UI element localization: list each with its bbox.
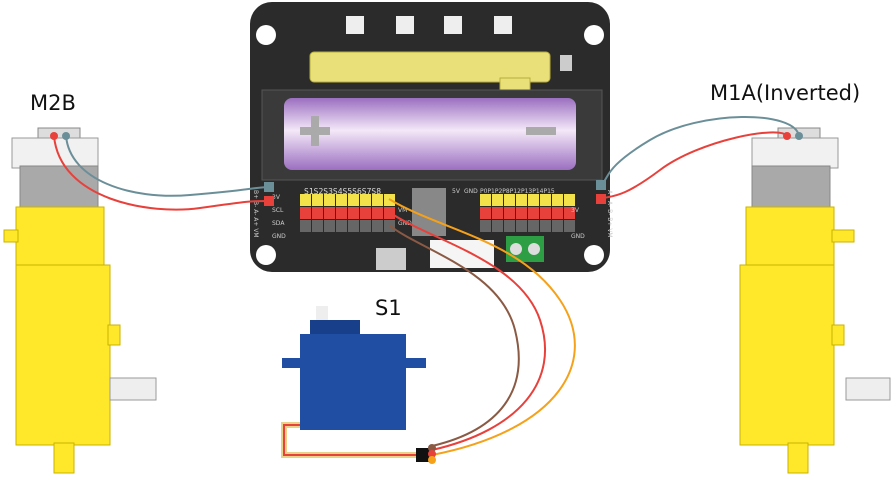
header-pin [300,207,311,219]
header-pin [504,220,515,232]
pin-label-gnd: GND [272,233,286,240]
servo-connector [416,448,430,462]
header-pin [552,207,563,219]
wire-servo-power [388,211,546,451]
right-motor-terminal-label: A+ A- B- B+ VM [606,190,613,238]
rail-label-gnd: GND [398,220,412,227]
pin-label-gnd2: GND [464,188,478,195]
header-pin [552,194,563,206]
pin-label-sda: SDA [272,220,285,227]
pin-label-5v: 5V [452,188,461,195]
header-pin [360,220,371,232]
header-pin [348,207,359,219]
wire-servo-ground [388,224,520,447]
header-pin [360,194,371,206]
header-pin [552,220,563,232]
rail-label-vm: VM [398,207,407,214]
wire-left-red [53,135,269,211]
header-pin [324,220,335,232]
gpio-header-labels: P0P1P2P8P12P13P14P15 [480,188,555,195]
header-pin [528,194,539,206]
wire-servo-signal [388,198,576,456]
header-pin [372,194,383,206]
header-pin [540,220,551,232]
header-pin [480,220,491,232]
left-motor [3,127,157,474]
header-pin [348,194,359,206]
pin-label-3v: 3V [272,194,281,201]
right-motor-label: M1A(Inverted) [710,81,860,105]
servo-motor [281,306,436,464]
header-pin [528,220,539,232]
header-pin [300,220,311,232]
wires [53,116,800,456]
header-pin [480,194,491,206]
usb-port [376,248,406,270]
header-pin [324,194,335,206]
rail-label-gnd3: GND [571,233,585,240]
header-pin [540,194,551,206]
header-pin [372,220,383,232]
header-pin [312,194,323,206]
header-pin [372,207,383,219]
header-pin [348,220,359,232]
header-pin [480,207,491,219]
servo-header [300,194,395,232]
left-motor-terminal-label: B+ B- A- A+ VM [252,190,259,238]
header-pin [504,194,515,206]
header-pin [564,194,575,206]
wire-left-grey [65,135,269,197]
chip [412,188,446,236]
header-pin [564,207,575,219]
pin-label-scl: SCL [272,207,284,214]
battery [284,98,576,170]
servo-label: S1 [375,296,402,320]
header-pin [312,207,323,219]
header-pin [540,207,551,219]
button-row [346,16,512,34]
header-pin [492,194,503,206]
header-pin [324,207,335,219]
header-pin [336,220,347,232]
wire-right-grey [599,116,800,186]
header-pin [492,220,503,232]
header-pin [516,207,527,219]
microbit-slot [309,51,551,83]
header-pin [528,207,539,219]
header-pin [300,194,311,206]
header-pin [504,207,515,219]
header-pin [360,207,371,219]
gpio-header [480,194,575,232]
rail-label-3v: 3V [571,207,580,214]
expansion-board: S1S2S3S4S5S6S7S8 P0P1P2P8P12P13P14P15 3V… [250,2,613,272]
left-motor-label: M2B [30,91,76,115]
servo-header-labels: S1S2S3S4S5S6S7S8 [304,187,381,196]
header-pin [516,220,527,232]
header-pin [516,194,527,206]
header-pin [564,220,575,232]
header-pin [312,220,323,232]
header-pin [336,194,347,206]
right-motor [739,127,891,474]
header-pin [492,207,503,219]
header-pin [336,207,347,219]
wire-right-red [599,131,788,200]
